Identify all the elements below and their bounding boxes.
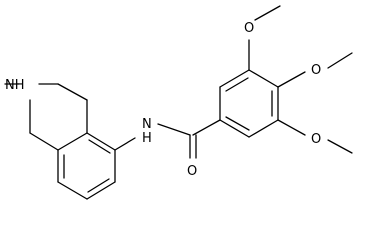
saturated-ring (4, 83, 88, 151)
ring-nh-label: NH (5, 78, 25, 93)
methoxy-4-oxygen-label: O (311, 63, 321, 78)
structure-canvas: NH N H O O O O (4, 5, 353, 200)
methoxy-5-oxygen-label: O (311, 132, 321, 147)
isoquinoline-aromatic-ring (57, 99, 116, 200)
methoxy-3-oxygen-label: O (244, 21, 254, 36)
amide-h-label: H (142, 131, 152, 146)
amide-n-label: N (142, 117, 152, 132)
carbonyl-oxygen-label: O (187, 164, 197, 179)
trimethoxyphenyl-ring (219, 69, 279, 138)
amide-linkage (114, 119, 221, 159)
methoxy-substituents (248, 5, 353, 154)
chemical-structure-diagram: NH N H O O O O (4, 5, 353, 200)
